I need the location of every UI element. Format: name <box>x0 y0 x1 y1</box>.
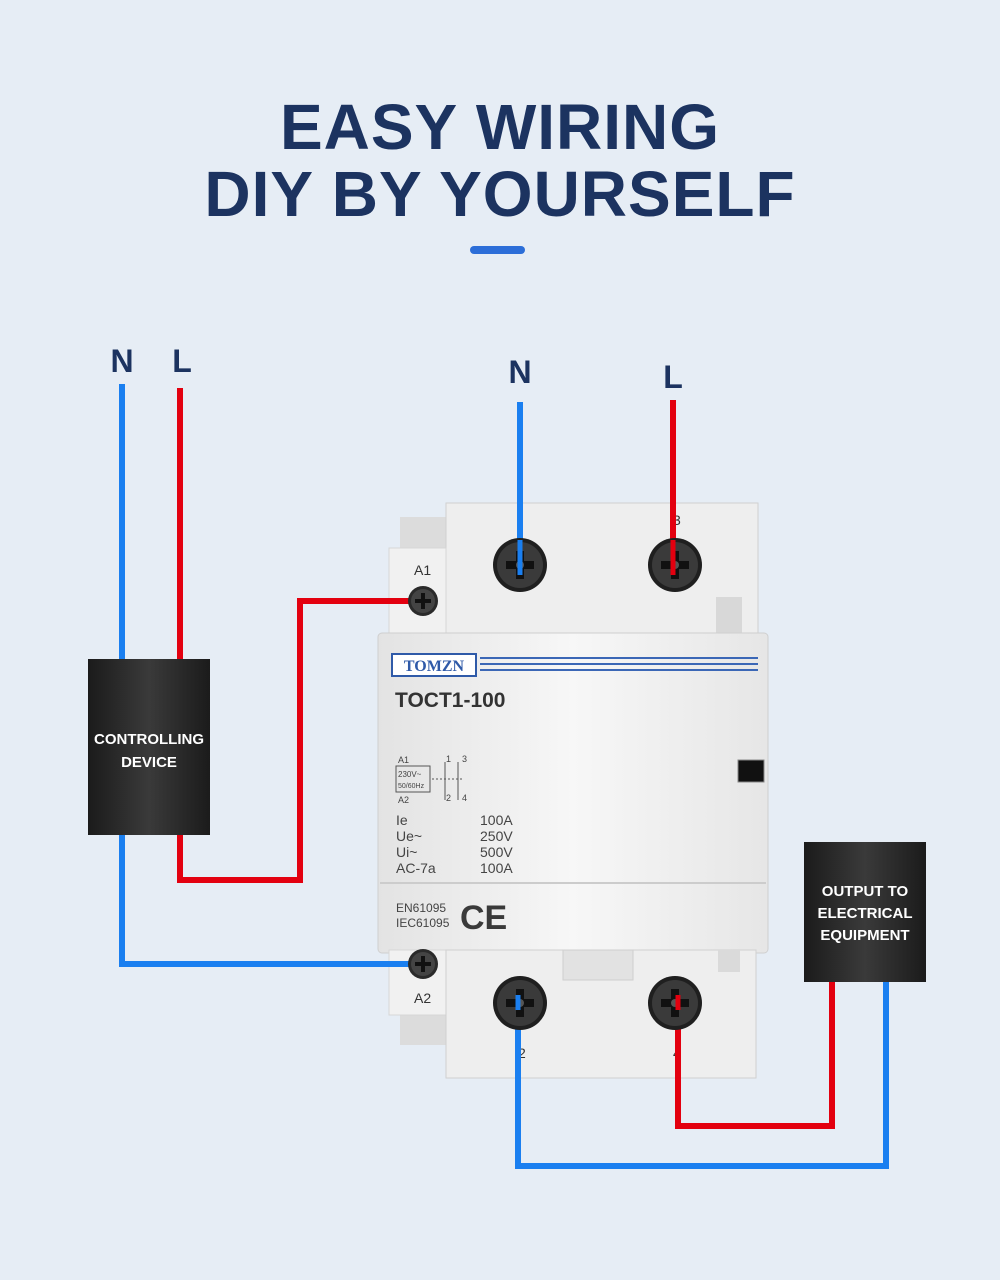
top-neutral-label: N <box>508 354 531 390</box>
terminal-3-label: 3 <box>673 512 681 528</box>
body-top-block <box>445 502 759 644</box>
coil-schematic: A1 230V~ 50/60Hz A2 1 3 2 4 <box>395 754 467 805</box>
terminal-4-screw <box>648 976 702 1030</box>
brand-logo: TOMZN <box>404 658 465 675</box>
left-neutral-label: N <box>110 343 133 379</box>
bottom-slot <box>562 949 634 981</box>
coil-voltage: 230V~ <box>398 770 422 779</box>
schematic-n4: 4 <box>462 793 467 803</box>
terminal-a2-label: A2 <box>414 990 431 1006</box>
body-step <box>716 597 742 637</box>
controlling-device-box <box>88 659 210 835</box>
schematic-n3: 3 <box>462 754 467 764</box>
live-wire-load <box>675 982 835 1129</box>
spec-value: 100A <box>480 812 513 828</box>
top-live-label: L <box>663 359 683 395</box>
spec-value: 100A <box>480 860 513 876</box>
coil-box <box>395 765 431 793</box>
brand-logo-box <box>391 653 477 677</box>
spec-table: Ie 100A Ue~ 250V Ui~ 500V AC-7a 100A <box>396 812 513 876</box>
controlling-device-line-2: DEVICE <box>121 754 177 771</box>
spec-label: Ui~ <box>396 844 417 860</box>
output-line-2: ELECTRICAL <box>818 905 913 922</box>
model-number: TOCT1-100 <box>395 689 506 712</box>
terminal-a1-screw <box>408 586 438 616</box>
contactor: TOMZN TOCT1-100 A1 230V~ 50/60Hz A2 1 3 … <box>377 502 769 1079</box>
status-indicator <box>737 759 765 783</box>
spec-value: 500V <box>480 844 513 860</box>
spec-value: 250V <box>480 828 513 844</box>
schematic-n2: 2 <box>446 793 451 803</box>
standard-iec: IEC61095 <box>396 916 450 930</box>
headline-line-2: DIY BY YOURSELF <box>204 158 796 230</box>
controlling-device-line-1: CONTROLLING <box>94 731 204 748</box>
neutral-wire-load <box>515 982 889 1169</box>
terminal-a1-label: A1 <box>414 562 431 578</box>
bottom-step <box>718 950 740 972</box>
spec-label: AC-7a <box>396 860 436 876</box>
headline-line-1: EASY WIRING <box>279 91 721 163</box>
schematic-a2: A2 <box>398 795 409 805</box>
ce-mark: CE <box>460 899 507 937</box>
coil-frequency: 50/60Hz <box>398 783 425 790</box>
accent-bar <box>470 246 525 254</box>
neutral-wire-control <box>119 384 420 967</box>
output-line-1: OUTPUT TO <box>822 883 909 900</box>
output-device-box <box>804 842 926 982</box>
terminal-a2-screw <box>408 949 438 979</box>
spec-label: Ie <box>396 812 408 828</box>
schematic-a1: A1 <box>398 755 409 765</box>
left-live-label: L <box>172 343 192 379</box>
schematic-n1: 1 <box>446 754 451 764</box>
output-line-3: EQUIPMENT <box>820 927 909 944</box>
terminal-2-label: 2 <box>518 1045 526 1061</box>
standard-en: EN61095 <box>396 901 446 915</box>
spec-label: Ue~ <box>396 828 422 844</box>
controlling-device: CONTROLLING DEVICE <box>88 659 210 835</box>
output-device: OUTPUT TO ELECTRICAL EQUIPMENT <box>804 842 926 982</box>
